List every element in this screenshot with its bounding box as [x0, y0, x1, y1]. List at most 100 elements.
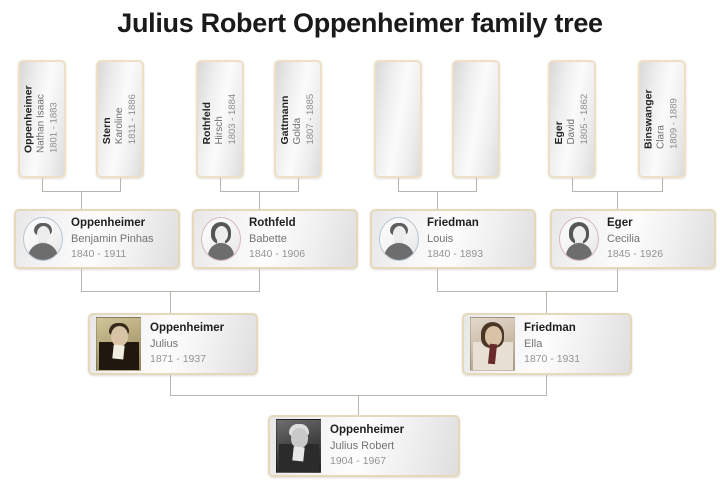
person-given-name: Babette — [249, 233, 287, 246]
person-info: Friedman Louis 1840 - 1893 — [427, 216, 483, 262]
person-info: Eger Cecilia 1845 - 1926 — [607, 216, 663, 262]
connector-line — [662, 178, 663, 191]
ancestor-given-name: Clara — [656, 124, 668, 149]
person-surname: Oppenheimer — [150, 322, 225, 335]
person-given-name: Ella — [524, 338, 543, 351]
connector-line — [81, 269, 82, 291]
person-surname: Eger — [607, 217, 633, 230]
person-card-oppenheimer-julius-robert[interactable]: Oppenheimer Julius Robert 1904 - 1967 — [268, 415, 460, 477]
person-given-name: Julius — [150, 338, 179, 351]
page-title: Julius Robert Oppenheimer family tree — [117, 8, 603, 38]
connector-line — [170, 375, 171, 395]
person-given-name: Cecilia — [607, 233, 641, 246]
person-life-dates: 1840 - 1893 — [427, 248, 484, 261]
ancestor-surname: Binswanger — [642, 89, 655, 149]
person-info: Friedman Ella 1870 - 1931 — [524, 321, 580, 367]
ancestor-surname: Rothfeld — [200, 101, 213, 145]
person-silhouette-icon — [379, 217, 419, 261]
person-info: Oppenheimer Julius Robert 1904 - 1967 — [330, 423, 404, 469]
person-card-friedman-louis[interactable]: Friedman Louis 1840 - 1893 — [370, 209, 536, 269]
ancestor-given-name: David — [566, 118, 578, 145]
connector-line — [259, 269, 260, 291]
connector-line — [120, 178, 121, 191]
connector-line — [170, 291, 171, 313]
person-given-name: Louis — [427, 233, 454, 246]
vertical-text-block: Gattmann Golda 1807 - 1885 — [276, 62, 320, 176]
vertical-text-block: Rothfeld Hirsch 1803 - 1884 — [198, 62, 242, 176]
connector-line — [546, 291, 547, 313]
connector-line — [81, 191, 82, 209]
avatar — [558, 215, 600, 263]
vertical-text-block: Binswanger Clara 1809 - 1889 — [640, 62, 684, 176]
ancestor-box-unknown-2[interactable] — [452, 60, 500, 178]
connector-line — [358, 395, 359, 415]
avatar — [22, 215, 64, 263]
ancestor-surname: Stern — [100, 117, 113, 144]
ancestor-given-name: Nathan Isaac — [36, 93, 48, 153]
person-info: Rothfeld Babette 1840 - 1906 — [249, 216, 305, 262]
ancestor-box-oppenheimer-nathan-isaac[interactable]: Oppenheimer Nathan Isaac 1801 - 1883 — [18, 60, 66, 178]
connector-line — [546, 375, 547, 395]
connector-line — [398, 178, 399, 191]
connector-line — [437, 291, 618, 292]
person-card-eger-cecilia[interactable]: Eger Cecilia 1845 - 1926 — [550, 209, 716, 269]
person-silhouette-icon — [559, 217, 599, 261]
connector-line — [617, 191, 618, 209]
connector-line — [437, 191, 438, 209]
connector-line — [220, 178, 221, 191]
connector-line — [476, 178, 477, 191]
person-info: Oppenheimer Benjamin Pinhas 1840 - 1911 — [71, 216, 154, 262]
person-card-oppenheimer-benjamin-pinhas[interactable]: Oppenheimer Benjamin Pinhas 1840 - 1911 — [14, 209, 180, 269]
person-silhouette-icon — [201, 217, 241, 261]
connector-line — [437, 269, 438, 291]
vertical-text-block: Eger David 1805 - 1862 — [550, 62, 594, 176]
ancestor-box-gattmann-golda[interactable]: Gattmann Golda 1807 - 1885 — [274, 60, 322, 178]
vertical-text-block: Stern Karoline 1811 - 1886 — [98, 62, 142, 176]
person-life-dates: 1904 - 1967 — [330, 455, 387, 468]
connector-line — [298, 178, 299, 191]
person-surname: Oppenheimer — [71, 217, 146, 230]
ancestor-given-name: Hirsch — [214, 116, 226, 145]
ancestor-box-eger-david[interactable]: Eger David 1805 - 1862 — [548, 60, 596, 178]
avatar — [378, 215, 420, 263]
person-card-friedman-ella[interactable]: Friedman Ella 1870 - 1931 — [462, 313, 632, 375]
ancestor-life-dates: 1807 - 1885 — [305, 93, 317, 145]
person-life-dates: 1845 - 1926 — [607, 248, 664, 261]
ancestor-life-dates: 1805 - 1862 — [579, 93, 591, 145]
connector-line — [572, 178, 573, 191]
ancestor-box-unknown-1[interactable] — [374, 60, 422, 178]
person-given-name: Julius Robert — [330, 440, 395, 453]
person-card-oppenheimer-julius[interactable]: Oppenheimer Julius 1871 - 1937 — [88, 313, 258, 375]
ancestor-given-name: Karoline — [114, 107, 126, 144]
ancestor-life-dates: 1803 - 1884 — [227, 93, 239, 145]
ancestor-box-stern-karoline[interactable]: Stern Karoline 1811 - 1886 — [96, 60, 144, 178]
avatar — [200, 215, 242, 263]
ancestor-life-dates: 1811 - 1886 — [127, 93, 139, 144]
person-silhouette-icon — [23, 217, 63, 261]
person-given-name: Benjamin Pinhas — [71, 233, 154, 246]
portrait-photo-ella-friedman — [470, 317, 515, 371]
person-life-dates: 1840 - 1906 — [249, 248, 306, 261]
person-life-dates: 1870 - 1931 — [524, 353, 581, 366]
person-card-rothfeld-babette[interactable]: Rothfeld Babette 1840 - 1906 — [192, 209, 358, 269]
ancestor-surname: Eger — [552, 121, 565, 145]
person-life-dates: 1871 - 1937 — [150, 353, 207, 366]
person-surname: Friedman — [524, 322, 576, 335]
ancestor-given-name: Golda — [292, 117, 304, 145]
connector-line — [617, 269, 618, 291]
portrait-photo-julius-oppenheimer — [96, 317, 141, 371]
ancestor-box-rothfeld-hirsch[interactable]: Rothfeld Hirsch 1803 - 1884 — [196, 60, 244, 178]
person-life-dates: 1840 - 1911 — [71, 248, 127, 261]
person-info: Oppenheimer Julius 1871 - 1937 — [150, 321, 224, 367]
connector-line — [42, 178, 43, 191]
ancestor-surname: Oppenheimer — [22, 85, 35, 153]
person-surname: Oppenheimer — [330, 424, 405, 437]
ancestor-surname: Gattmann — [278, 95, 291, 145]
person-surname: Rothfeld — [249, 217, 296, 230]
vertical-text-block: Oppenheimer Nathan Isaac 1801 - 1883 — [20, 62, 64, 176]
connector-line — [259, 191, 260, 209]
ancestor-box-binswanger-clara[interactable]: Binswanger Clara 1809 - 1889 — [638, 60, 686, 178]
ancestor-life-dates: 1801 - 1883 — [49, 102, 61, 153]
person-surname: Friedman — [427, 217, 479, 230]
